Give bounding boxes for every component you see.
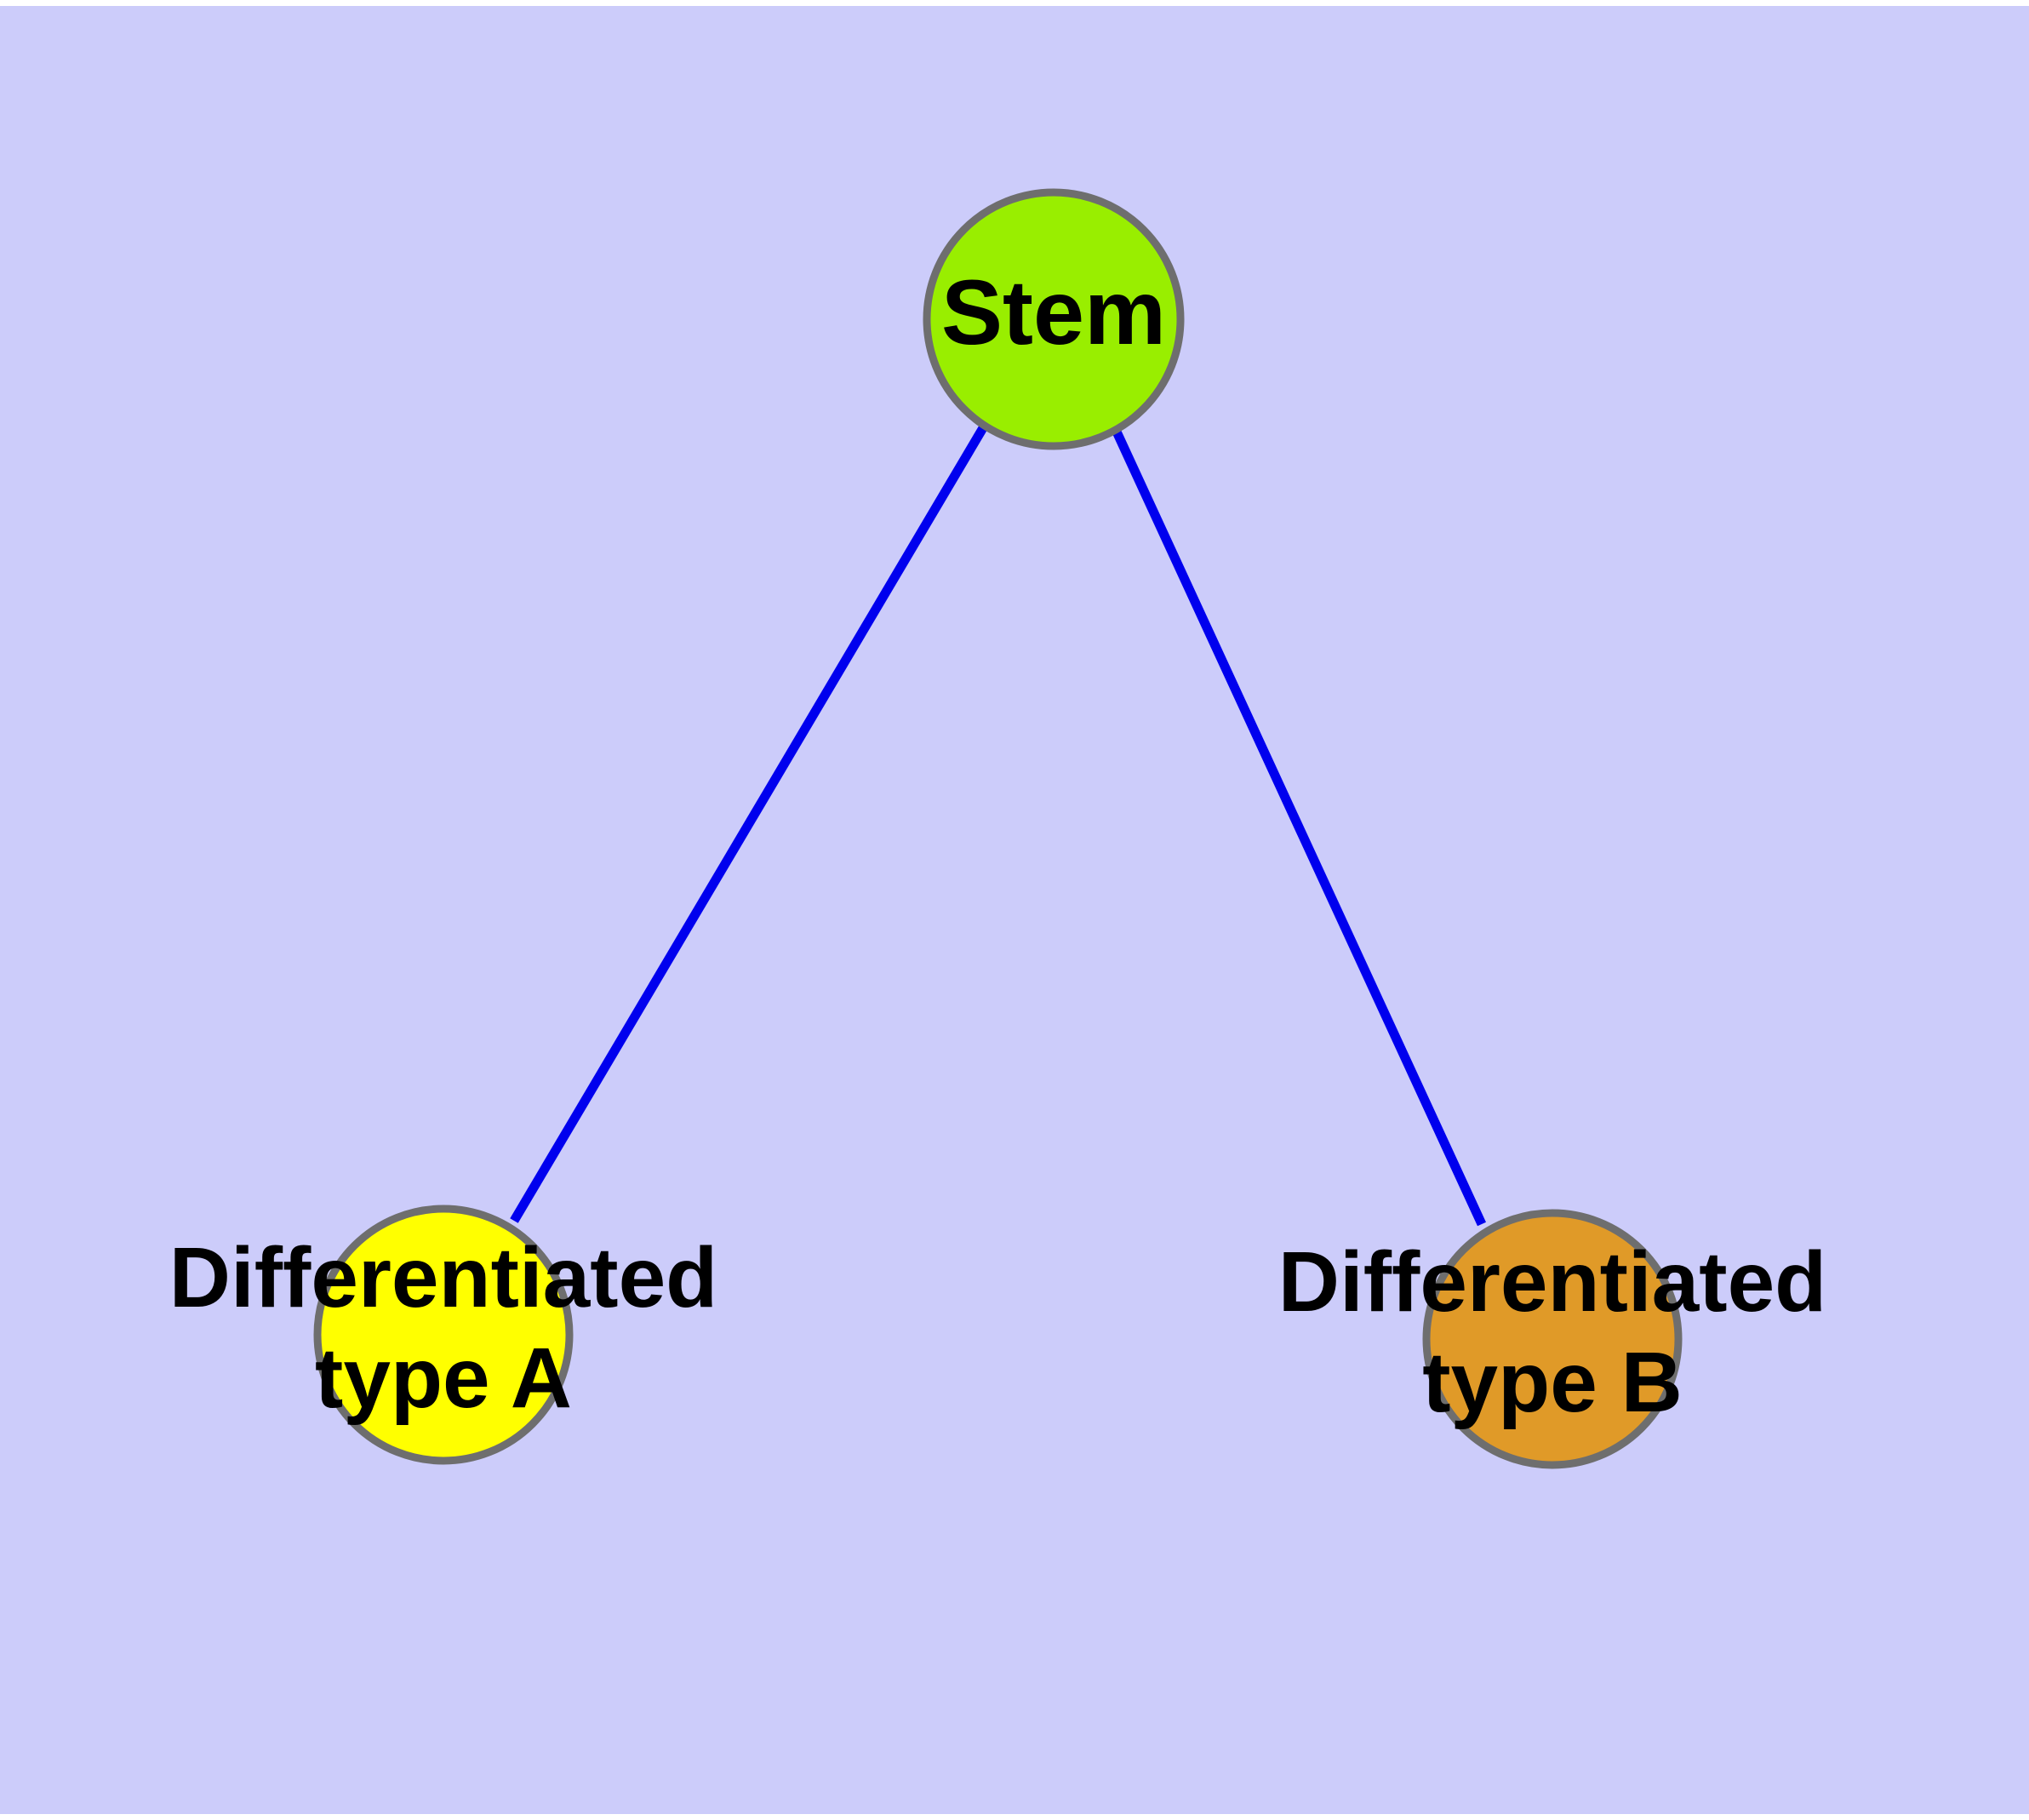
graph-node-label-stem: Stem [941, 260, 1166, 363]
graph-node-label-line: Stem [941, 260, 1166, 363]
graph-edge[interactable] [1112, 427, 1486, 1227]
nodes-layer [313, 188, 1683, 1469]
graph-node-label-line: type B [1422, 1335, 1683, 1430]
graph-edge[interactable] [510, 424, 988, 1223]
graph-node-label-line: type A [315, 1331, 572, 1426]
graph-node-diff_a[interactable] [313, 1205, 574, 1465]
edges-layer [510, 424, 1486, 1227]
graph-node-label-line: Differentiated [169, 1230, 718, 1325]
graph-node-diff_b[interactable] [1422, 1209, 1683, 1469]
graph-node-label-line: Differentiated [1278, 1234, 1827, 1330]
graph-node-stem[interactable] [923, 188, 1185, 450]
